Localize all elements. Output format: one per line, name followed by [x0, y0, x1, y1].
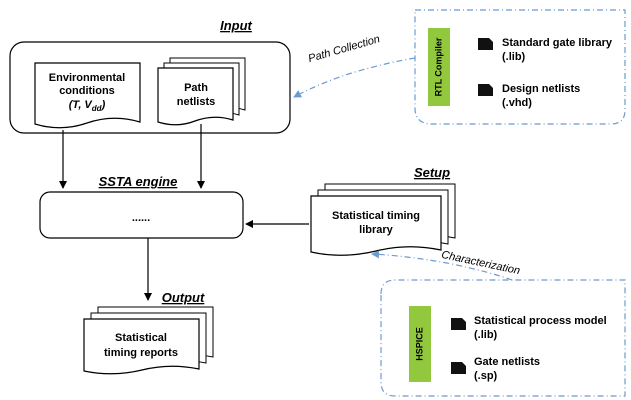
output-label: Output	[162, 290, 205, 305]
engine-label: SSTA engine	[99, 174, 178, 189]
timing-library-doc-stack: Statistical timing library	[310, 183, 456, 256]
environmental-line1: Environmental	[49, 72, 125, 84]
rtl-item-2-line2: (.vhd)	[502, 97, 532, 109]
rtl-item-standard-gate-library: Standard gate library (.lib)	[478, 37, 613, 63]
rtl-compiler-tag	[428, 28, 450, 106]
characterization-arrow	[371, 250, 513, 281]
file-icon	[478, 84, 493, 96]
path-netlists-line2: netlists	[177, 96, 216, 108]
rtl-compiler-tag-label: RTL Compiler	[433, 37, 443, 96]
setup-label: Setup	[414, 165, 450, 180]
hspice-panel	[380, 279, 626, 397]
timing-reports-line2: timing reports	[104, 347, 178, 359]
rtl-item-2-line1: Design netlists	[502, 83, 580, 95]
characterization-label: Characterization	[440, 249, 521, 277]
environmental-conditions-doc: Environmental conditions (T, Vdd)	[34, 62, 141, 129]
hspice-item-2-line1: Gate netlists	[474, 356, 540, 368]
input-label: Input	[220, 18, 252, 33]
engine-box-text: ......	[132, 212, 150, 224]
hspice-item-process-model: Statistical process model (.lib)	[451, 315, 607, 341]
path-collection-arrow	[293, 57, 416, 98]
rtl-compiler-panel	[414, 9, 626, 125]
rtl-item-1-line2: (.lib)	[502, 51, 526, 63]
timing-library-line2: library	[359, 224, 394, 236]
ssta-engine-box	[39, 191, 244, 239]
hspice-item-2-line2: (.sp)	[474, 370, 498, 382]
file-icon	[451, 318, 466, 330]
hspice-item-gate-netlists: Gate netlists (.sp)	[451, 356, 540, 382]
hspice-item-1-line2: (.lib)	[474, 329, 498, 341]
hspice-tag-label: HSPICE	[414, 327, 424, 361]
timing-reports-doc-stack: Statistical timing reports	[83, 306, 214, 375]
path-netlists-line1: Path	[184, 82, 208, 94]
rtl-item-1-line1: Standard gate library	[502, 37, 613, 49]
hspice-tag	[409, 306, 431, 382]
file-icon	[451, 362, 466, 374]
file-icon	[478, 38, 493, 50]
hspice-item-1-line1: Statistical process model	[474, 315, 607, 327]
timing-reports-line1: Statistical	[115, 332, 167, 344]
path-collection-label: Path Collection	[307, 33, 381, 65]
environmental-line2: conditions	[59, 85, 115, 97]
path-netlists-doc-stack: Path netlists	[157, 57, 246, 126]
timing-library-line1: Statistical timing	[332, 210, 420, 222]
rtl-item-design-netlists: Design netlists (.vhd)	[478, 83, 580, 109]
